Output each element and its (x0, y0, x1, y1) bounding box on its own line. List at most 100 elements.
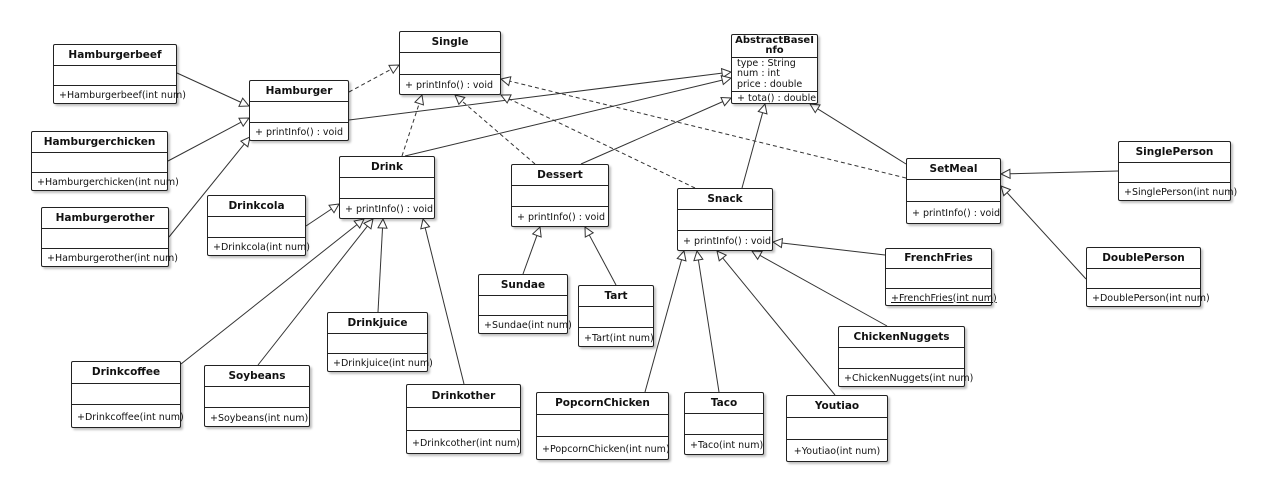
class-name: Snack (707, 192, 743, 205)
class-name-compartment: Tart (579, 286, 653, 306)
operations-compartment: +FrenchFries(int num) (886, 288, 997, 307)
class-name-compartment: Drinkother (407, 385, 520, 407)
class-hamburgerbeef[interactable]: Hamburgerbeef +Hamburgerbeef(int num) (53, 44, 186, 105)
class-hamburgerchicken[interactable]: Hamburgerchicken +Hamburgerchicken(int nu… (31, 131, 179, 192)
operation: +Drinkjuice(int num) (333, 358, 433, 369)
class-name: Sundae (500, 278, 546, 291)
class-sundae[interactable]: Sundae +Sundae(int num) (478, 274, 572, 334)
class-name: Drinkother (431, 389, 496, 402)
relation-tart-to-dessert (584, 226, 617, 286)
relation-snack-to-abstractbaseinfo (741, 102, 768, 189)
hollow-arrowhead (353, 218, 365, 230)
operations-compartment: + printInfo() : void (512, 206, 608, 228)
class-hamburger[interactable]: Hamburger+ printInfo() : void (249, 80, 349, 141)
class-soybeans[interactable]: Soybeans +Soybeans(int num) (204, 365, 310, 427)
class-tart[interactable]: Tart +Tart(int num) (578, 285, 654, 347)
attribute: type : String (737, 57, 796, 69)
class-setmeal[interactable]: SetMeal+ printInfo() : void (906, 158, 1001, 224)
relation-setmeal-to-abstractbaseinfo (809, 103, 907, 165)
operations-compartment: + printInfo() : void (678, 230, 772, 252)
class-chickennuggets[interactable]: ChickenNuggets+ChickenNuggets(int num) (838, 326, 973, 387)
operations-compartment: +Hamburgerbeef(int num) (54, 85, 186, 105)
hollow-arrowhead (377, 217, 388, 229)
attributes-compartment (678, 209, 772, 230)
class-name-compartment: Hamburgerother (42, 208, 168, 228)
attributes-compartment (54, 65, 176, 85)
relation-line (1009, 170, 1119, 175)
operations-compartment: +PopcornChicken(int num) (537, 436, 670, 461)
class-name-compartment: ChickenNuggets (839, 327, 964, 347)
class-name-compartment: Sundae (479, 275, 567, 295)
hollow-arrowhead (584, 226, 595, 238)
class-name-compartment: Soybeans (205, 366, 309, 386)
class-drinkcoffee[interactable]: Drinkcoffee+Drinkcoffee(int num) (71, 361, 184, 428)
relation-dessert-to-single (454, 94, 536, 165)
relation-line (1006, 192, 1087, 280)
class-name: Hamburgerbeef (68, 48, 162, 61)
operation: +Hamburgerbeef(int num) (59, 90, 186, 101)
hollow-arrowhead (809, 103, 821, 114)
relation-line (817, 108, 907, 165)
attributes-compartment (537, 414, 668, 436)
attribute: price : double (737, 78, 803, 90)
attributes-compartment (32, 152, 167, 172)
operation: + printInfo() : void (683, 236, 772, 247)
operation: +Taco(int num) (690, 440, 764, 451)
attributes-compartment (479, 295, 567, 315)
class-name-compartment: SetMeal (907, 159, 1000, 179)
attributes-compartment (1119, 162, 1230, 182)
class-drink[interactable]: Drink+ printInfo() : void (339, 156, 435, 219)
class-name: PopcornChicken (555, 397, 650, 409)
class-frenchfries[interactable]: FrenchFries+FrenchFries(int num) (885, 248, 997, 307)
class-dessert[interactable]: Dessert+ printInfo() : void (511, 164, 609, 227)
attributes-compartment (72, 383, 180, 404)
class-name-compartment: SinglePerson (1119, 142, 1230, 162)
operations-compartment: +Taco(int num) (685, 434, 763, 456)
operation: +PopcornChicken(int num) (542, 443, 670, 455)
hollow-arrowhead (720, 67, 733, 79)
class-name-compartment: Single (400, 32, 500, 52)
hollow-arrowhead (413, 93, 425, 106)
hollow-arrowhead (1000, 185, 1012, 197)
hollow-arrowhead (388, 64, 400, 75)
relation-line (176, 72, 242, 103)
class-name: Drinkjuice (347, 316, 408, 329)
class-snack[interactable]: Snack + printInfo() : void (677, 188, 773, 251)
class-single[interactable]: Single + printInfo() : void (399, 31, 501, 95)
operations-compartment: +Hamburgerchicken(int num) (32, 172, 179, 192)
operation: + printInfo() : void (405, 80, 494, 91)
hollow-arrowhead (454, 94, 466, 106)
class-name: DoublePerson (1102, 251, 1185, 264)
class-name-compartment: Hamburgerbeef (54, 45, 176, 65)
class-taco[interactable]: Taco+Taco(int num) (684, 392, 764, 455)
class-name-compartment: PopcornChicken (537, 393, 668, 414)
hollow-arrowhead (720, 75, 733, 86)
class-name-compartment: Drinkjuice (328, 313, 427, 333)
class-singleperson[interactable]: SinglePerson +SinglePerson(int num) (1118, 141, 1237, 202)
class-doubleperson[interactable]: DoublePerson+DoublePerson(int num) (1086, 247, 1210, 307)
attributes-compartment (205, 386, 309, 407)
class-popcornchicken[interactable]: PopcornChicken +PopcornChicken(int num) (536, 392, 670, 461)
class-drinkother[interactable]: Drinkother +Drinkcother(int num) (406, 384, 521, 454)
class-drinkcola[interactable]: Drinkcola+Drinkcola(int num) (207, 195, 310, 256)
relation-drinkcola-to-drink (305, 203, 340, 227)
class-name: Hamburgerother (55, 211, 155, 224)
operation: +Drinkcother(int num) (412, 437, 520, 449)
class-youtiao[interactable]: Youtiao+Youtiao(int num) (786, 395, 888, 462)
attributes-compartment (328, 333, 427, 353)
attributes-compartment (208, 216, 305, 237)
hollow-arrowhead (757, 102, 768, 115)
operation: +Sundae(int num) (484, 320, 572, 331)
operations-compartment: +Drinkjuice(int num) (328, 353, 433, 373)
attributes-compartment (579, 306, 653, 327)
operations-compartment: +SinglePerson(int num) (1119, 182, 1237, 202)
attribute: num : int (737, 68, 780, 80)
class-hamburgerother[interactable]: Hamburgerother+Hamburgerother(int num) (41, 207, 178, 267)
class-drinkjuice[interactable]: Drinkjuice +Drinkjuice(int num) (327, 312, 433, 373)
operations-compartment: +Tart(int num) (579, 327, 654, 348)
class-name: Hamburgerchicken (43, 135, 156, 148)
operation: +Soybeans(int num) (210, 412, 309, 424)
